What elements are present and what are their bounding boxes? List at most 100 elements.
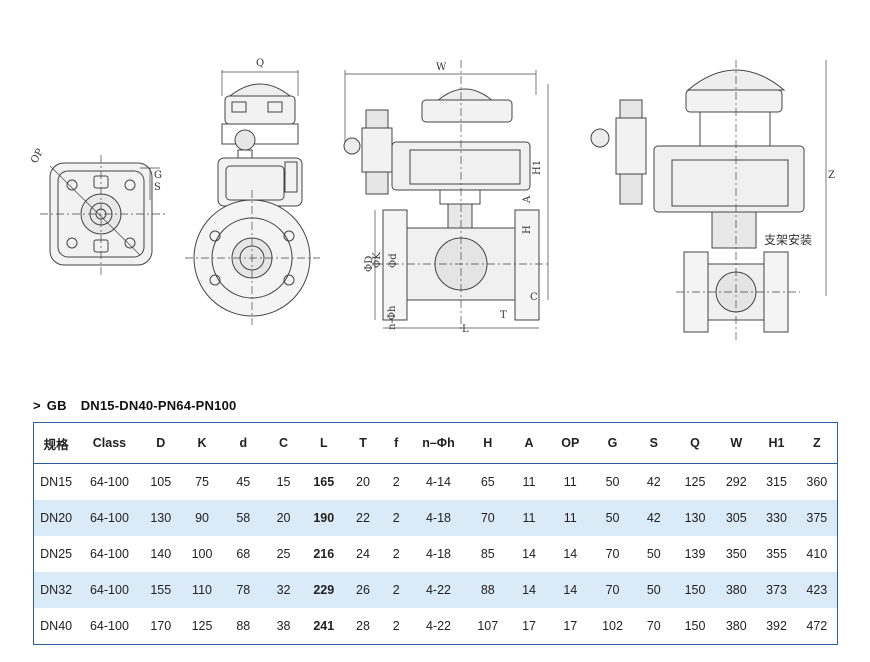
table-cell: 472 <box>796 608 838 645</box>
column-header: H <box>466 422 509 464</box>
dim-label-phik: ΦK <box>372 252 383 268</box>
table-cell: 20 <box>343 463 383 500</box>
table-cell: 68 <box>223 536 264 572</box>
table-cell: 64-100 <box>78 536 141 572</box>
front-section-view <box>343 60 549 330</box>
table-cell: 360 <box>796 463 838 500</box>
table-cell: DN25 <box>33 536 79 572</box>
table-cell: 14 <box>508 572 550 608</box>
table-cell: 150 <box>673 608 717 645</box>
table-cell: 17 <box>508 608 550 645</box>
table-cell: 45 <box>223 463 264 500</box>
table-cell: 125 <box>180 608 224 645</box>
table-cell: 2 <box>382 572 411 608</box>
table-cell: 292 <box>716 463 757 500</box>
column-header: W <box>716 422 757 464</box>
table-cell: 305 <box>716 500 757 536</box>
table-cell: 70 <box>633 608 674 645</box>
dim-label-s: S <box>154 182 161 193</box>
bracket-note: 支架安装 <box>764 232 812 247</box>
table-cell: 150 <box>673 572 717 608</box>
table-cell: 4-14 <box>410 463 467 500</box>
dim-label-t: T <box>500 310 507 321</box>
dim-label-h1: H1 <box>532 160 543 175</box>
dim-label-nphih: n-Φh <box>387 305 398 330</box>
table-cell: 2 <box>382 536 411 572</box>
table-cell: 65 <box>466 463 509 500</box>
table-cell: 102 <box>591 608 634 645</box>
table-cell: 125 <box>673 463 717 500</box>
table-cell: 4-22 <box>410 572 467 608</box>
table-cell: DN40 <box>33 608 79 645</box>
table-cell: 32 <box>263 572 304 608</box>
table-cell: 14 <box>549 536 592 572</box>
table-cell: 229 <box>303 572 344 608</box>
column-header: Q <box>673 422 717 464</box>
table-cell: 380 <box>716 608 757 645</box>
table-cell: 100 <box>180 536 224 572</box>
table-cell: 139 <box>673 536 717 572</box>
column-header: L <box>303 422 344 464</box>
table-cell: 107 <box>466 608 509 645</box>
table-cell: 58 <box>223 500 264 536</box>
table-cell: 50 <box>591 500 634 536</box>
table-cell: 50 <box>633 572 674 608</box>
flange-top-view <box>40 155 165 275</box>
table-cell: 20 <box>263 500 304 536</box>
table-cell: 38 <box>263 608 304 645</box>
column-header: C <box>263 422 304 464</box>
table-cell: 14 <box>549 572 592 608</box>
column-header: f <box>382 422 411 464</box>
table-cell: 88 <box>223 608 264 645</box>
column-header: 规格 <box>33 422 79 464</box>
dim-label-w: W <box>436 62 447 73</box>
table-cell: 15 <box>263 463 304 500</box>
table-cell: 78 <box>223 572 264 608</box>
table-cell: 110 <box>180 572 224 608</box>
column-header: Z <box>796 422 838 464</box>
table-cell: 26 <box>343 572 383 608</box>
table-cell: 90 <box>180 500 224 536</box>
table-cell: 70 <box>591 536 634 572</box>
table-cell: 373 <box>756 572 797 608</box>
dim-label-phid-upper: ΦD <box>364 256 375 272</box>
column-header: K <box>180 422 224 464</box>
table-cell: 70 <box>591 572 634 608</box>
table-cell: 315 <box>756 463 797 500</box>
table-cell: 64-100 <box>78 500 141 536</box>
dim-label-l: L <box>462 324 469 335</box>
dim-label-c: C <box>530 292 538 303</box>
technical-drawing: OP G S Q W H1 A H ΦD ΦK Φd C T L n-Φh Z … <box>29 58 835 340</box>
table-cell: 350 <box>716 536 757 572</box>
table-cell: 14 <box>508 536 550 572</box>
table-cell: 28 <box>343 608 383 645</box>
table-cell: 75 <box>180 463 224 500</box>
table-cell: 42 <box>633 500 674 536</box>
column-header: d <box>223 422 264 464</box>
table-cell: 64-100 <box>78 463 141 500</box>
table-cell: 42 <box>633 463 674 500</box>
table-cell: 392 <box>756 608 797 645</box>
table-cell: 2 <box>382 463 411 500</box>
table-cell: 50 <box>591 463 634 500</box>
table-cell: 85 <box>466 536 509 572</box>
column-header: Class <box>78 422 141 464</box>
dim-label-g: G <box>154 170 162 181</box>
table-cell: 130 <box>140 500 181 536</box>
table-cell: 88 <box>466 572 509 608</box>
dim-label-z: Z <box>828 170 835 181</box>
dim-label-h: H <box>522 225 533 234</box>
column-header: D <box>140 422 181 464</box>
table-cell: 50 <box>633 536 674 572</box>
heading-range: DN15-DN40-PN64-PN100 <box>80 398 237 413</box>
dim-label-q: Q <box>256 58 264 69</box>
table-cell: 4-22 <box>410 608 467 645</box>
dim-label-phid-lower: Φd <box>388 253 399 268</box>
table-cell: 170 <box>140 608 181 645</box>
